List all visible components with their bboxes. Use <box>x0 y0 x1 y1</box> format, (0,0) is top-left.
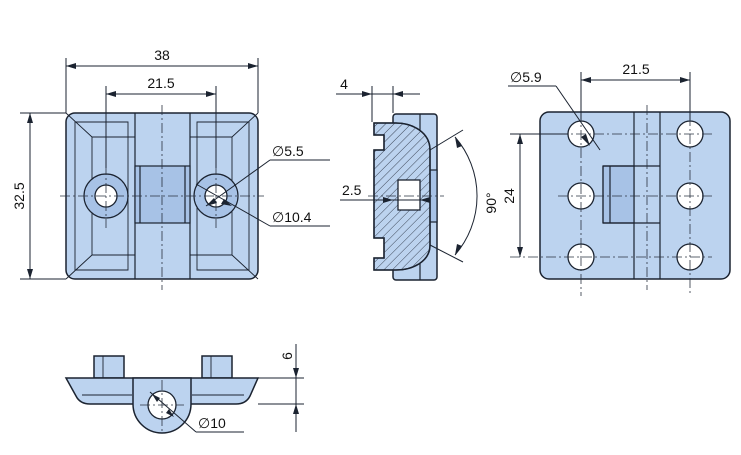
dim-hole-spacing-front: 21.5 <box>147 75 174 91</box>
side-view: 90° <box>368 113 499 281</box>
dim-hole-pitch-vertical: 24 <box>501 188 517 204</box>
bottom-tab-left <box>93 355 125 379</box>
bottom-view <box>64 355 260 434</box>
dim-base-thickness: 6 <box>279 352 295 360</box>
rear-view <box>510 80 731 296</box>
front-knuckle-recess <box>134 165 191 224</box>
front-view <box>60 105 264 290</box>
bottom-dimensions: 6 ∅10 <box>149 344 304 433</box>
dim-pin-dia: ∅10 <box>198 415 226 431</box>
side-dimensions: 4 2.5 <box>336 76 430 203</box>
front-dimensions: 38 21.5 32.5 ∅5.5 ∅10.4 <box>11 47 330 280</box>
dim-width-overall: 38 <box>154 47 170 63</box>
rear-dimensions: 21.5 ∅5.9 24 <box>501 61 691 257</box>
dim-height-overall: 32.5 <box>11 182 27 209</box>
dim-hole-spacing-rear: 21.5 <box>622 61 649 77</box>
rear-recess <box>602 165 635 224</box>
dim-side-width: 4 <box>340 76 348 92</box>
rear-view-body <box>539 111 731 280</box>
bottom-tab-right <box>201 355 233 379</box>
dim-bolt-hole-dia: ∅5.9 <box>510 69 542 85</box>
dim-side-gap: 2.5 <box>342 182 362 198</box>
dim-hole-dia-small: ∅5.5 <box>272 143 304 159</box>
dim-hole-dia-large: ∅10.4 <box>272 209 312 225</box>
dim-open-angle: 90° <box>483 192 499 213</box>
